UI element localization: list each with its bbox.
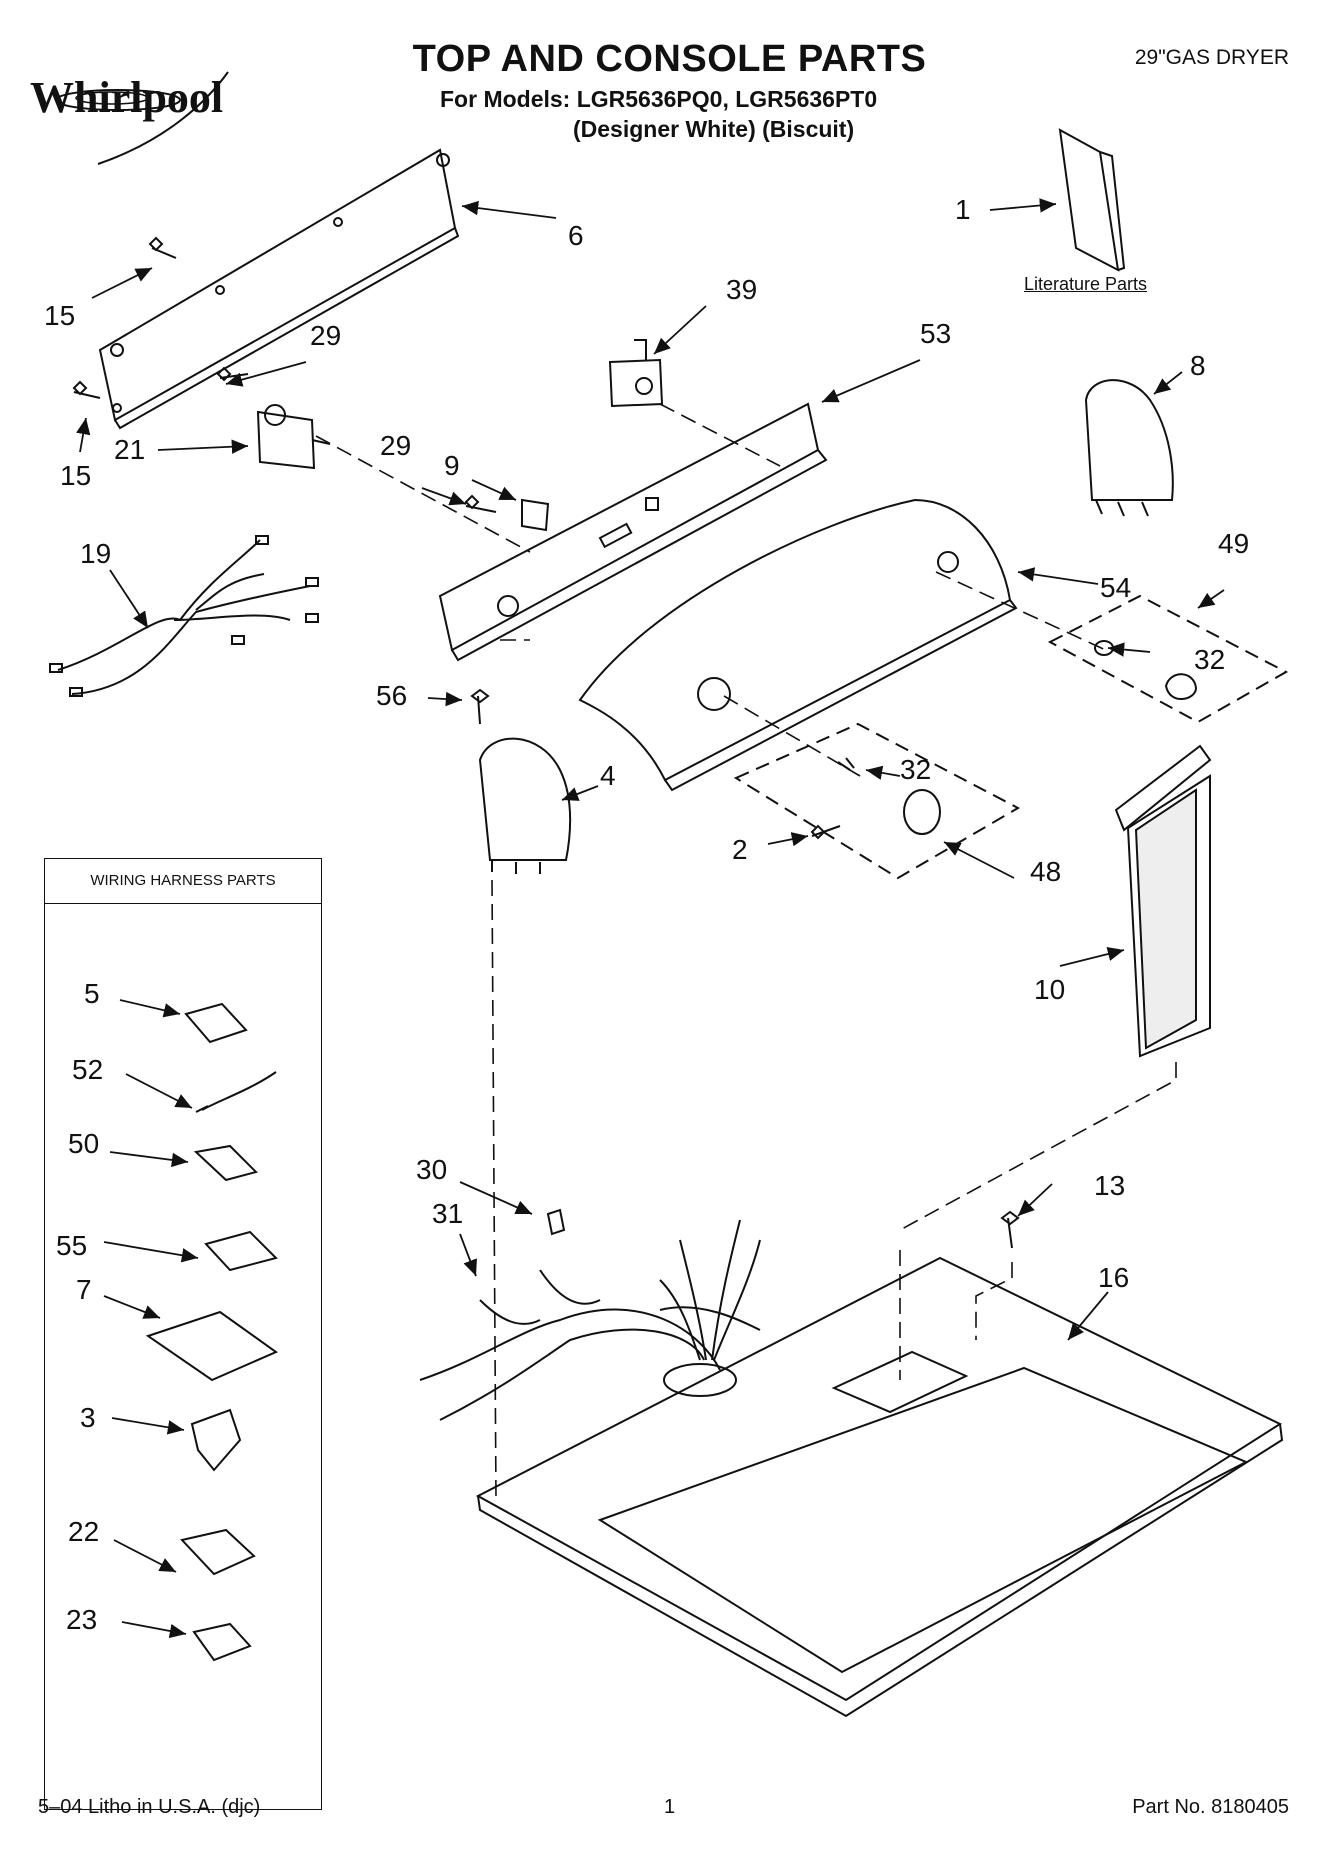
wh-callout-23: 23 — [66, 1604, 98, 1635]
callout-29b: 29 — [380, 430, 412, 461]
console-part — [578, 498, 1018, 792]
callout-10: 10 — [1034, 974, 1066, 1005]
wh-callout-50: 50 — [68, 1128, 100, 1159]
callout-48: 48 — [1030, 856, 1062, 887]
callout-15b: 15 — [60, 460, 92, 491]
wh-part-22 — [180, 1528, 256, 1576]
wh-part-5 — [184, 1002, 248, 1044]
callout-32b: 32 — [900, 754, 932, 785]
wiring-harness-parts-drawings — [103, 999, 279, 1662]
callout-54: 54 — [1100, 572, 1132, 603]
callout-53: 53 — [920, 318, 952, 349]
wh-part-23 — [192, 1622, 252, 1662]
control-panel-part — [438, 402, 828, 662]
wh-part-7 — [145, 1310, 279, 1382]
wh-part-52 — [195, 1071, 277, 1113]
product-type: 29"GAS DRYER — [1134, 46, 1289, 69]
callout-6: 6 — [568, 220, 584, 251]
screw-part-15a — [148, 236, 177, 259]
callout-15a: 15 — [44, 300, 76, 331]
end-cap-part-8 — [1084, 379, 1174, 517]
wire-harness-part-19 — [49, 535, 319, 697]
brand-logo: Whirlpool — [30, 73, 224, 122]
models-line: For Models: LGR5636PQ0, LGR5636PT0 — [440, 86, 878, 112]
wh-callout-5: 5 — [84, 978, 100, 1009]
screw-part-29a — [216, 366, 249, 382]
callout-9: 9 — [444, 450, 460, 481]
part-number: Part No. 8180405 — [1132, 1796, 1289, 1818]
literature-booklet-part — [1058, 128, 1126, 272]
page-number: 1 — [664, 1796, 676, 1818]
callout-31: 31 — [432, 1198, 464, 1229]
callout-8: 8 — [1190, 350, 1206, 381]
wh-part-3 — [190, 1408, 242, 1472]
wh-part-55 — [204, 1230, 278, 1272]
wh-callout-3: 3 — [80, 1402, 96, 1433]
screw-part-56 — [470, 688, 490, 725]
callout-4: 4 — [600, 760, 616, 791]
end-cap-part-4 — [478, 737, 572, 874]
wiring-harness-parts-box — [44, 858, 322, 1810]
timer-part — [256, 404, 331, 470]
wh-callout-7: 7 — [76, 1274, 92, 1305]
callout-30: 30 — [416, 1154, 448, 1185]
screw-part-15b — [72, 380, 101, 399]
wh-part-50 — [193, 1144, 258, 1182]
wh-callout-22: 22 — [68, 1516, 100, 1547]
console-back-panel-part — [98, 148, 460, 430]
knob-assembly-49 — [1047, 594, 1289, 724]
callout-2: 2 — [732, 834, 748, 865]
screw-part-13 — [1000, 1210, 1020, 1249]
wh-callout-55: 55 — [56, 1230, 88, 1261]
screw-part-29b — [464, 494, 497, 513]
callout-13: 13 — [1094, 1170, 1126, 1201]
callout-1: 1 — [955, 194, 971, 225]
wire-clip-part-30 — [546, 1208, 566, 1236]
callout-16: 16 — [1098, 1262, 1130, 1293]
screw-part-2 — [810, 824, 841, 840]
callout-32a: 32 — [1194, 644, 1226, 675]
switch-part-39 — [608, 339, 664, 408]
callout-56: 56 — [376, 680, 408, 711]
knob-part-9 — [521, 498, 550, 532]
main-wire-harness-part-31 — [419, 1219, 761, 1421]
litho-note: 5–04 Litho in U.S.A. (djc) — [38, 1796, 261, 1818]
callout-39: 39 — [726, 274, 758, 305]
callout-49: 49 — [1218, 528, 1250, 559]
wiring-harness-title: WIRING HARNESS PARTS — [44, 858, 322, 904]
dryer-top-part — [475, 1256, 1284, 1718]
knob-assembly-48 — [733, 722, 1021, 880]
literature-parts-label: Literature Parts — [1024, 274, 1148, 294]
callout-21: 21 — [114, 434, 146, 465]
page-title: TOP AND CONSOLE PARTS — [412, 38, 927, 80]
lint-filter-part — [1114, 744, 1212, 1058]
whirlpool-swirl-icon — [28, 60, 258, 175]
variants-line: (Designer White) (Biscuit) — [573, 116, 855, 142]
wh-callout-52: 52 — [72, 1054, 104, 1085]
callout-19: 19 — [80, 538, 112, 569]
callout-29a: 29 — [310, 320, 342, 351]
